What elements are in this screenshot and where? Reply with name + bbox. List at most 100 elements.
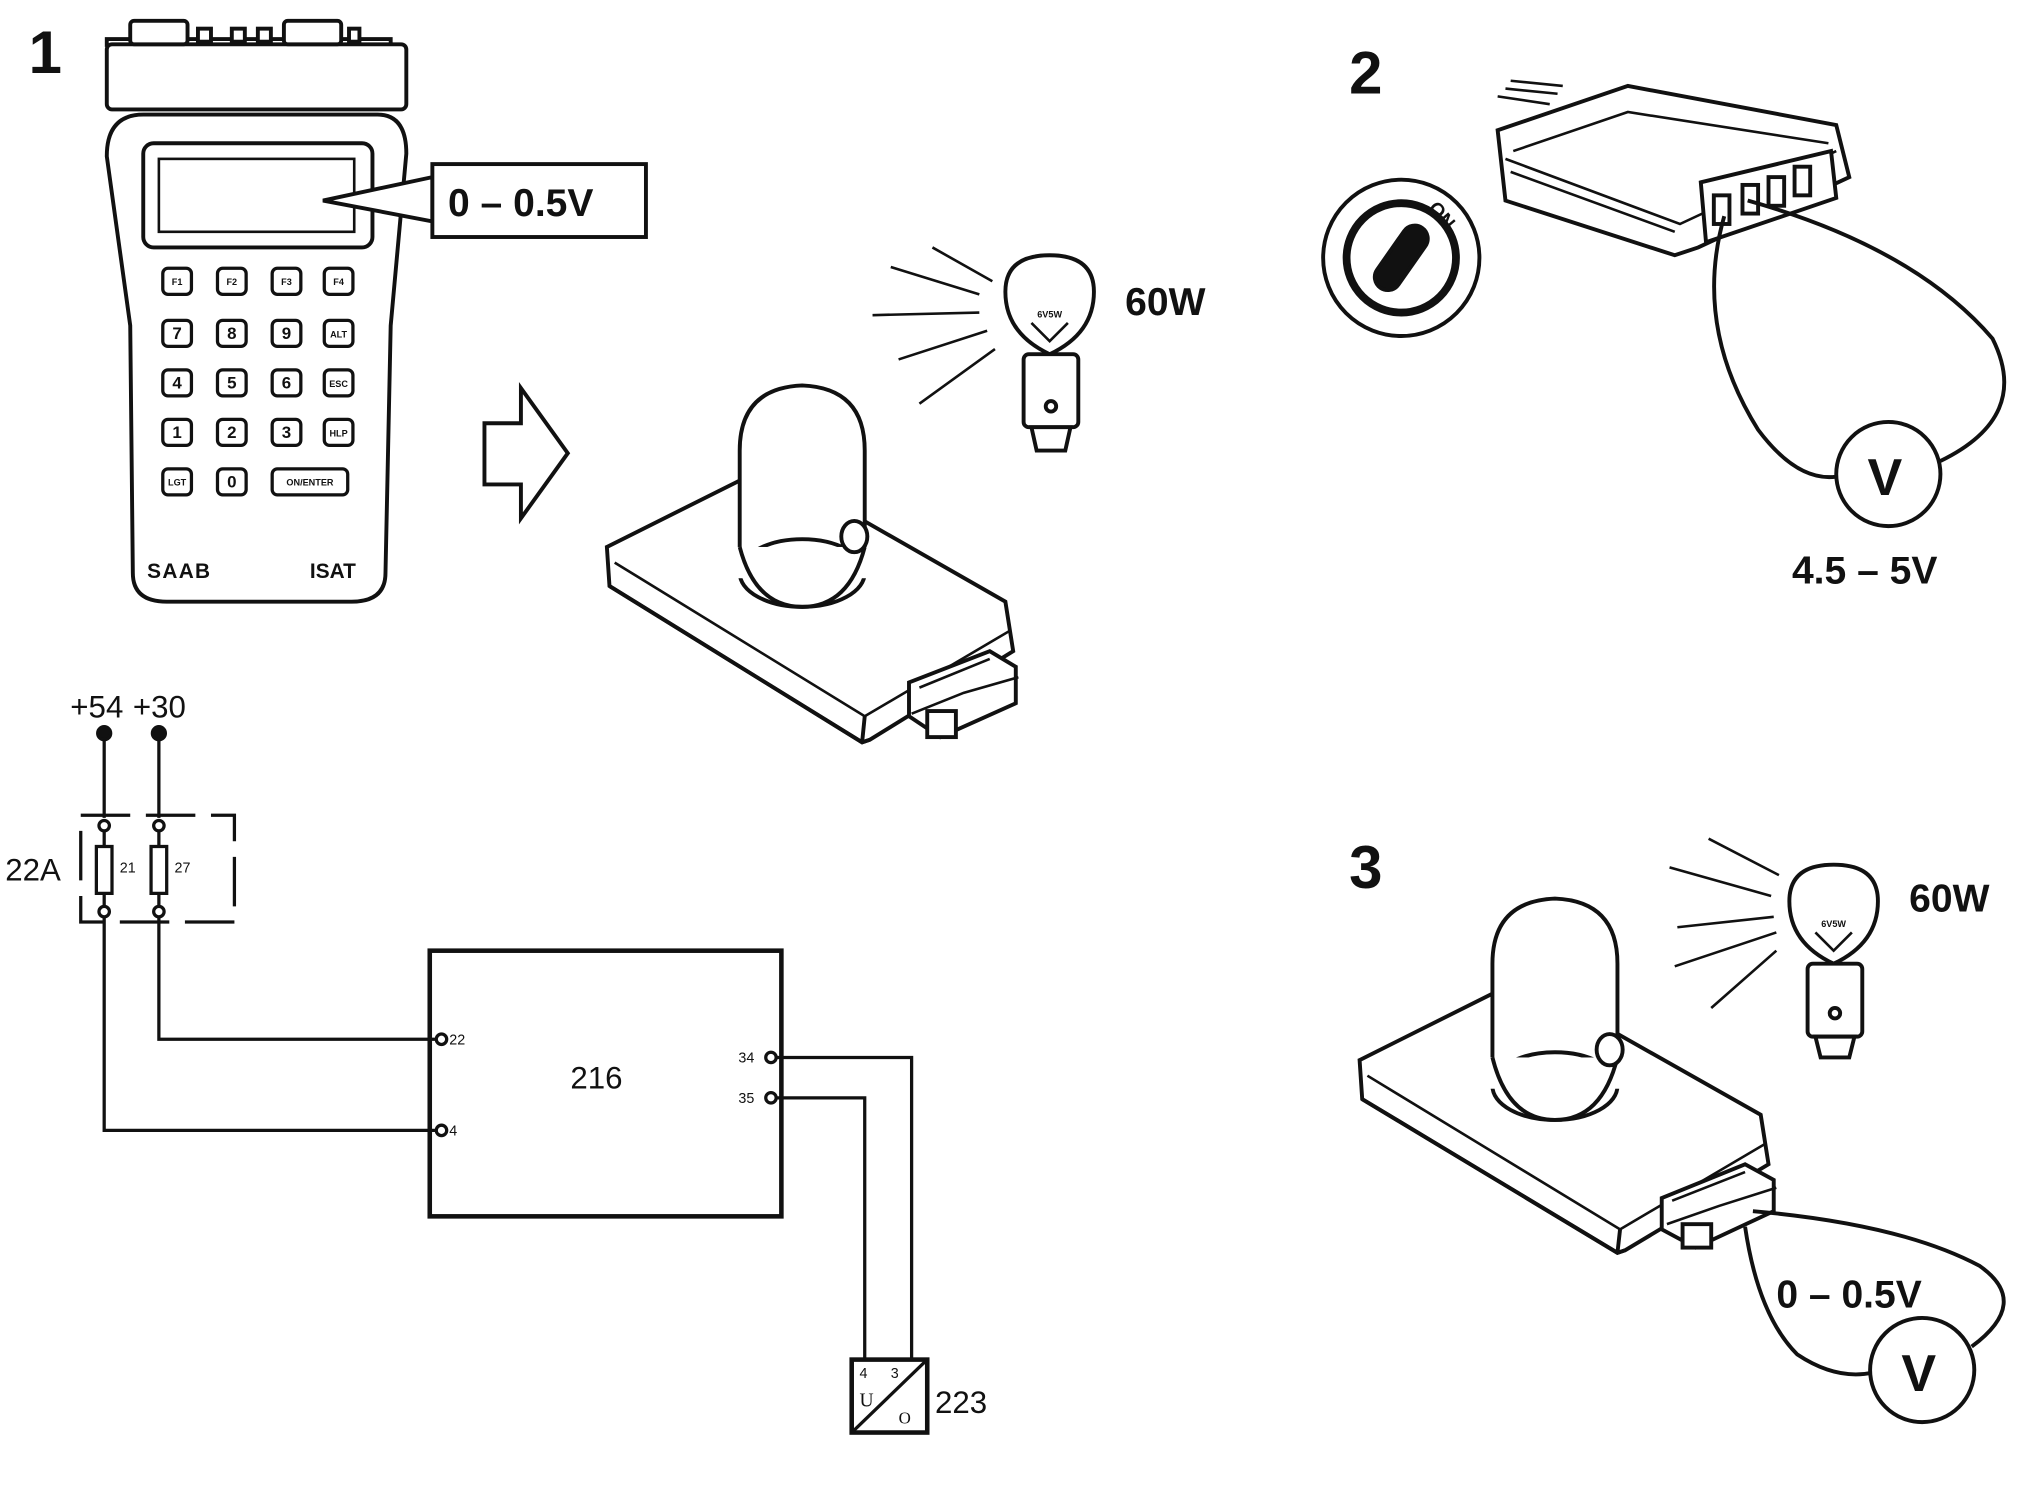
voltmeter-symbol-2: V [1901, 1345, 1936, 1403]
tester-key: 9 [270, 318, 303, 349]
supply-30-label: +30 [133, 690, 186, 725]
step-3-label: 3 [1349, 834, 1382, 901]
tester-key: 4 [161, 368, 194, 398]
tester-key-label: HLP [329, 428, 347, 438]
sensor-u-label: U [860, 1390, 874, 1411]
wiring-schematic [79, 725, 930, 1435]
voltmeter-symbol-1: V [1867, 449, 1902, 507]
pin-34-label: 34 [738, 1051, 754, 1067]
sensor-o-label: O [899, 1408, 911, 1427]
tester-key-frame [270, 368, 303, 398]
tester-key: 2 [215, 417, 248, 448]
tester-key: 3 [270, 417, 303, 448]
pin-22-label: 22 [449, 1032, 465, 1048]
tester-key: 0 [215, 467, 248, 497]
tester-key-frame [215, 266, 248, 296]
tester-key-label: 3 [282, 423, 291, 442]
tester-key-frame [322, 266, 355, 296]
tester-brand: SAAB [147, 560, 211, 583]
tester-key-frame [161, 266, 194, 296]
tester-key-frame [322, 417, 355, 448]
tester-key-frame [215, 467, 248, 497]
control-unit-label: 216 [570, 1061, 622, 1096]
tester-key: HLP [322, 417, 355, 448]
final-voltage-reading: 0 – 0.5V [1776, 1274, 1921, 1317]
fuse-21-label: 21 [120, 861, 136, 877]
tester-key: ESC [322, 368, 355, 398]
tester-keypad: F1 F2 F3 F4 7 8 9 ALT 4 5 6 ESC 1 2 3 HLP LGT 0 ON/ENTER [161, 266, 355, 497]
tester-key-label: 0 [227, 473, 236, 492]
tester-key: 5 [215, 368, 248, 398]
voltmeter-2 [1743, 1209, 2006, 1425]
tester-key-frame [322, 368, 355, 398]
ecu-connector [1495, 79, 1852, 258]
tester-key: F3 [270, 266, 303, 296]
ignition-switch [1321, 177, 1482, 338]
tester-voltage-reading: 0 – 0.5V [448, 182, 593, 225]
sensor-pin-4-label: 4 [860, 1366, 868, 1382]
tester-key-frame [270, 266, 303, 296]
fusebox-label: 22A [5, 852, 61, 887]
tester-key-frame [215, 318, 248, 349]
tester-key: 1 [161, 417, 194, 448]
tester-model: ISAT [310, 560, 356, 583]
tester-key-label: 6 [282, 374, 291, 393]
step-1-label: 1 [29, 19, 62, 86]
module-with-sensor-2 [1357, 896, 1777, 1255]
tester-key-frame [161, 417, 194, 448]
tester-key-label: ON/ENTER [286, 478, 333, 488]
tester-key: ALT [322, 318, 355, 349]
tester-key-frame [270, 318, 303, 349]
tester-key: 7 [161, 318, 194, 349]
pin-4-label: 4 [449, 1124, 457, 1140]
tester-key: F2 [215, 266, 248, 296]
sensor-pin-3-label: 3 [891, 1366, 899, 1382]
tester-key-label: ALT [330, 329, 347, 339]
tester-key-label: F2 [226, 277, 237, 287]
tester-key-label: F3 [281, 277, 292, 287]
tester-key-frame [322, 318, 355, 349]
tester-key: 8 [215, 318, 248, 349]
tester-key-label: 9 [282, 324, 291, 343]
connector-voltage-reading: 4.5 – 5V [1792, 549, 1937, 592]
tester-key-frame [161, 318, 194, 349]
module-with-sensor-1 [604, 383, 1019, 745]
lamp-power-label-1: 60W [1125, 281, 1205, 324]
pin-35-label: 35 [738, 1091, 754, 1107]
tester-key-label: 2 [227, 423, 236, 442]
isat-tester [104, 18, 409, 604]
tester-key-frame [161, 467, 194, 497]
lamp-base-marking-2: 6V5W [1821, 919, 1846, 929]
tester-key-label: LGT [168, 478, 187, 488]
tester-key-label: 1 [172, 423, 181, 442]
tester-key: LGT [161, 467, 194, 497]
sensor-label: 223 [935, 1385, 987, 1420]
tester-key: F1 [161, 266, 194, 296]
tester-key: F4 [322, 266, 355, 296]
tester-key-frame [270, 417, 303, 448]
tester-reading-callout [322, 162, 648, 239]
tester-key-label: F1 [172, 277, 183, 287]
supply-54-label: +54 [70, 690, 123, 725]
tester-key-label: F4 [333, 277, 345, 287]
tester-key-frame [270, 467, 350, 497]
voltmeter-1 [1712, 198, 2007, 529]
lamp-base-marking-1: 6V5W [1037, 310, 1062, 320]
next-step-arrow [482, 382, 571, 525]
step-2-label: 2 [1349, 40, 1382, 107]
tester-key: 6 [270, 368, 303, 398]
tester-key-label: 7 [172, 324, 181, 343]
test-lamp-1 [872, 246, 1096, 453]
tester-key: ON/ENTER [270, 467, 350, 497]
test-lamp-2 [1669, 837, 1880, 1060]
tester-key-label: 8 [227, 324, 236, 343]
tester-key-label: ESC [329, 379, 348, 389]
tester-key-label: 4 [172, 374, 182, 393]
fuse-27-label: 27 [175, 861, 191, 877]
tester-key-frame [161, 368, 194, 398]
tester-key-frame [215, 417, 248, 448]
lamp-power-label-2: 60W [1909, 878, 1989, 921]
tester-key-frame [215, 368, 248, 398]
